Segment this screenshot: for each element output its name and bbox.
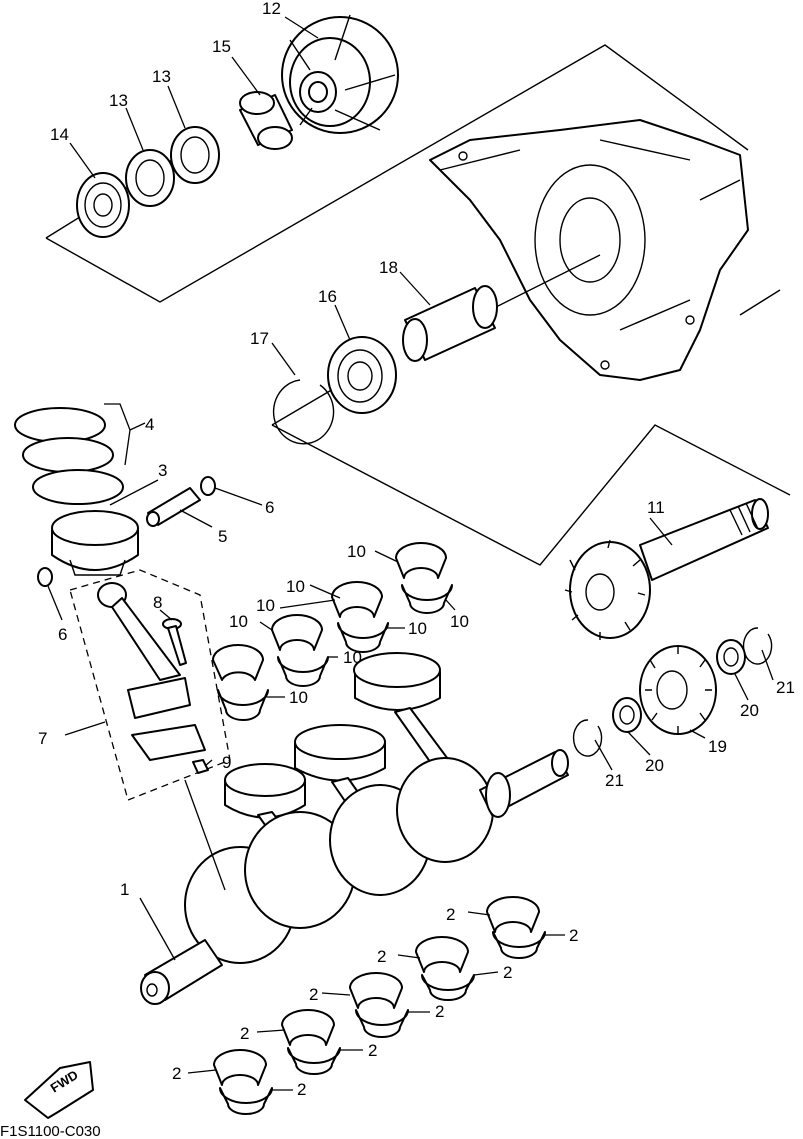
label-1: 1 (120, 880, 129, 899)
label-10d: 10 (229, 612, 248, 631)
label-9: 9 (222, 753, 231, 772)
label-13a: 13 (152, 67, 171, 86)
part-20-washer-b (612, 697, 642, 733)
label-20a: 20 (740, 701, 759, 720)
label-18: 18 (379, 258, 398, 277)
part-6-circlip-right (200, 476, 216, 496)
part-8-bolt (162, 618, 187, 666)
part-21-circlip-a (742, 627, 773, 665)
label-2b: 2 (569, 926, 578, 945)
label-6-right: 6 (265, 498, 274, 517)
part-12-hub (281, 14, 399, 134)
label-5: 5 (218, 527, 227, 546)
label-10b: 10 (286, 577, 305, 596)
part-15-sleeve (239, 91, 293, 150)
part-7-conrod-group-outline (69, 569, 231, 801)
part-17-circlip (272, 379, 335, 445)
label-7: 7 (38, 729, 47, 748)
label-2a: 2 (446, 905, 455, 924)
label-10c: 10 (256, 596, 275, 615)
label-21b: 21 (605, 771, 624, 790)
part-2-main-bearing-shells (213, 896, 546, 1115)
label-8: 8 (153, 593, 162, 612)
label-2g: 2 (240, 1024, 249, 1043)
part-11-gear-shaft (564, 498, 769, 640)
diagram-code: F1S1100-C030 (0, 1123, 101, 1139)
label-10f: 10 (408, 619, 427, 638)
label-19: 19 (708, 737, 727, 756)
part-5-piston-pin (146, 487, 201, 527)
part-7-connecting-rod (97, 582, 206, 761)
label-4: 4 (145, 415, 154, 434)
label-13b: 13 (109, 91, 128, 110)
label-10e: 10 (450, 612, 469, 631)
label-20b: 20 (645, 756, 664, 775)
part-labels: 12 15 13 13 14 18 16 17 4 3 6 5 6 8 7 9 … (38, 0, 795, 1099)
part-10-bearing-shells (212, 542, 453, 721)
part-13-seal-a (170, 126, 220, 184)
label-2c: 2 (377, 947, 386, 966)
label-15: 15 (212, 37, 231, 56)
label-2h: 2 (368, 1041, 377, 1060)
part-18-sleeve (402, 285, 498, 362)
label-10g: 10 (343, 648, 362, 667)
part-6-circlip-left (37, 567, 53, 587)
part-3-piston (51, 510, 139, 576)
part-9-nut (192, 759, 209, 774)
fwd-arrow-icon: FWD (24, 1061, 94, 1119)
part-21-circlip-b (572, 719, 603, 757)
part-1-crankshaft-assembly (140, 652, 569, 1005)
label-17: 17 (250, 329, 269, 348)
label-2e: 2 (309, 985, 318, 1004)
label-2j: 2 (297, 1080, 306, 1099)
shaft-axis-line (489, 254, 601, 311)
leader-lines (47, 16, 774, 1091)
label-12: 12 (262, 0, 281, 18)
part-13-seal-b (125, 149, 175, 207)
label-14: 14 (50, 125, 69, 144)
part-19-gear (639, 645, 717, 735)
label-11: 11 (647, 498, 665, 517)
part-16-bearing (327, 336, 397, 414)
label-2f: 2 (435, 1002, 444, 1021)
bearing-group-outline (271, 289, 791, 566)
label-10a: 10 (347, 542, 366, 561)
part-14-bearing (76, 172, 130, 238)
label-6-left: 6 (58, 625, 67, 644)
label-16: 16 (318, 287, 337, 306)
label-2i: 2 (172, 1064, 181, 1083)
part-4-piston-rings (14, 407, 124, 505)
crankcase-cover (429, 119, 749, 381)
label-3: 3 (158, 461, 167, 480)
label-21a: 21 (776, 678, 795, 697)
part-20-washer-a (716, 639, 746, 675)
label-2d: 2 (503, 963, 512, 982)
label-10h: 10 (289, 688, 308, 707)
